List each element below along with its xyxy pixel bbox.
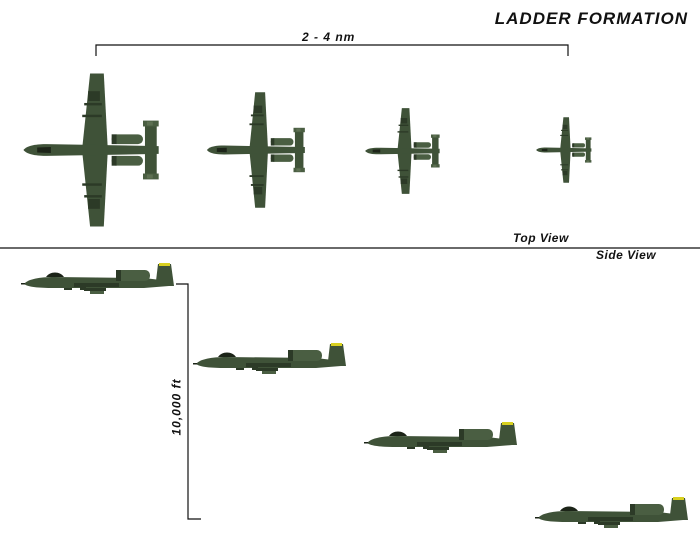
aircraft-top-view-4: [536, 117, 592, 183]
top-view-label: Top View: [513, 231, 569, 245]
side-view-label: Side View: [596, 248, 657, 262]
horizontal-spacing-label: 2 - 4 nm: [302, 30, 356, 44]
aircraft-top-view-3: [365, 108, 440, 194]
aircraft-side-view-2: [193, 343, 346, 374]
aircraft-side-view-3: [364, 422, 517, 453]
diagram-title: LADDER FORMATION: [494, 9, 688, 28]
aircraft-side-view-1: [21, 263, 174, 294]
aircraft-side-view-4: [535, 497, 688, 528]
horizontal-spacing-bracket: [95, 44, 569, 56]
vertical-spacing-bracket: [176, 283, 201, 520]
aircraft-top-view-1: [23, 73, 159, 227]
aircraft-top-view-2: [206, 92, 305, 208]
